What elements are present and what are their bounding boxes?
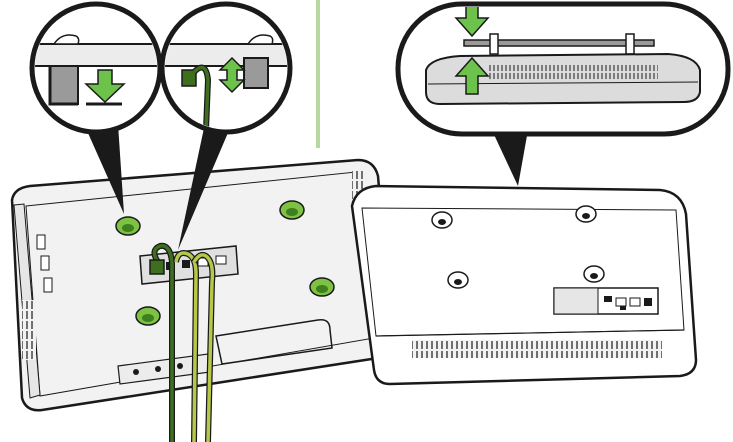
- c3-post-left: [489, 33, 499, 55]
- rport-3: [629, 297, 641, 307]
- rport-2: [615, 297, 627, 307]
- mounting-hole-top-left: [115, 216, 141, 236]
- up-arrow-icon: [454, 56, 490, 95]
- c2-bracket: [243, 57, 269, 89]
- c1-panel: [35, 43, 157, 67]
- right-bottom-edge: [375, 329, 685, 337]
- bottom-port-3: [177, 363, 183, 369]
- c3-post-right: [625, 33, 635, 55]
- c1-bracket: [49, 65, 79, 105]
- c1-bracket-lip: [48, 66, 78, 106]
- left-edge-port-3: [43, 277, 53, 293]
- rport-1: [604, 296, 612, 302]
- connector-port-3: [182, 260, 190, 268]
- c2-knob: [246, 34, 274, 45]
- mount-hole-r-bottom-right: [583, 265, 605, 283]
- c3-top-plate: [463, 39, 655, 47]
- callout-box-3: [395, 1, 731, 137]
- c1-knob: [52, 34, 80, 45]
- stand-recess: [215, 318, 333, 365]
- callout-circle-2: [159, 1, 293, 135]
- c2-clip: [181, 69, 197, 87]
- monitor-back-right: [350, 184, 698, 386]
- callout-pointer-2: [178, 114, 236, 250]
- mount-hole-r-bottom-left: [447, 271, 469, 289]
- mounting-hole-bottom-right: [309, 277, 335, 297]
- mount-hole-r-top-right: [575, 205, 597, 223]
- right-bottom-vents: [412, 340, 662, 358]
- left-vents: [22, 300, 36, 360]
- cables: [149, 242, 216, 442]
- down-arrow-icon: [454, 7, 490, 38]
- connector-port-5: [215, 255, 227, 265]
- mounting-hole-top-right: [279, 200, 305, 220]
- mounting-hole-bottom-left: [135, 306, 161, 326]
- callout-pointer-1: [84, 124, 124, 214]
- cable-plug: [149, 259, 165, 275]
- monitor-back-left: [10, 158, 394, 442]
- bottom-port-2: [155, 366, 161, 372]
- bottom-port-1: [133, 369, 139, 375]
- callout-circle-1: [29, 1, 163, 135]
- left-edge-port-1: [36, 234, 46, 250]
- down-arrow-icon: [84, 69, 126, 104]
- up-down-arrow-icon: [218, 56, 246, 94]
- connector-recess-right: [553, 287, 599, 315]
- left-edge-port-2: [40, 255, 50, 271]
- mount-hole-r-top-left: [431, 211, 453, 229]
- callout-pointer-3: [490, 126, 528, 186]
- rport-5: [620, 306, 626, 310]
- rport-4: [644, 298, 652, 306]
- c3-vents: [488, 64, 658, 80]
